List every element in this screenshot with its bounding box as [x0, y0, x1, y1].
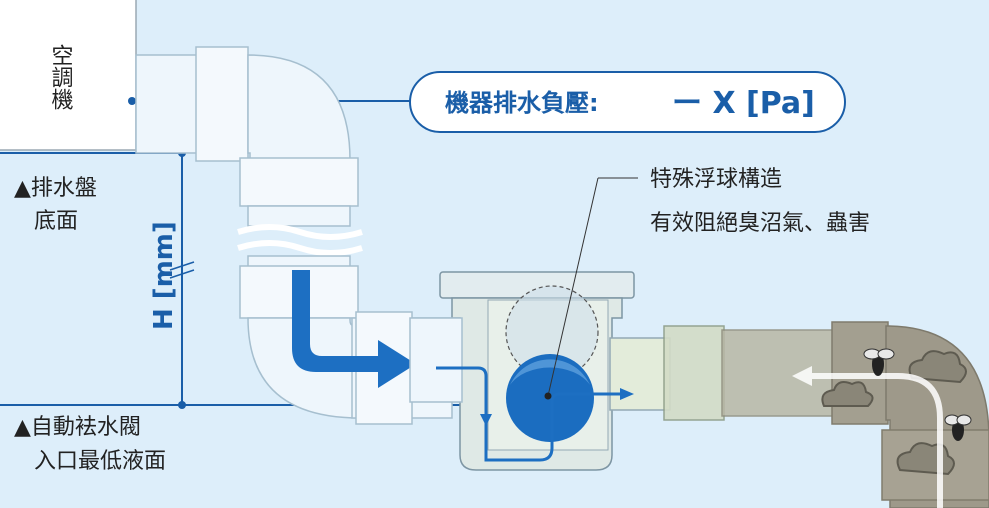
pipe-vertical-upper: [247, 205, 351, 227]
valve-label-2: 入口最低液面: [34, 449, 166, 474]
inner-flow-path: [436, 366, 620, 462]
flow-arrow-icon: [292, 270, 416, 388]
air-conditioner-box: [0, 0, 137, 151]
backflow-arrow-icon: [812, 373, 943, 508]
pipe-elbow-top: [247, 54, 351, 161]
valve-outlet-stub: [609, 337, 671, 411]
feature-leader-line: [547, 177, 599, 397]
drain-pan-label-1: ▲排水盤: [14, 176, 97, 201]
feature-line-2: 有效阻絕臭沼氣、蟲害: [650, 211, 870, 236]
pipe-break-wave-2: [237, 240, 363, 256]
sewer-pipe-coupling-1: [663, 325, 725, 421]
inner-flow-arrowhead: [620, 388, 634, 400]
unit-label: 空調機: [48, 44, 74, 110]
float-ball-highlight: [510, 359, 590, 385]
valve-label-1: ▲自動袪水閥: [14, 415, 141, 440]
backflow-arrowhead: [792, 366, 812, 386]
insect-icon: [863, 348, 895, 376]
drain-pan-label-2: 底面: [34, 209, 78, 234]
pressure-leader-dot: [128, 97, 136, 105]
feature-line-1: 特殊浮球構造: [650, 167, 782, 192]
valve-inlet-stub: [409, 317, 463, 403]
feature-leader-dot: [544, 392, 552, 400]
inner-flow-arrowhead-down: [480, 414, 492, 426]
pipe-coupling-vertical-top: [239, 157, 359, 207]
pipe-coupling-top: [195, 46, 249, 162]
pressure-value: ー X [Pa]: [672, 86, 815, 121]
pressure-label-box: [409, 71, 846, 133]
insect-icon-2: [944, 414, 972, 441]
pipe-break-wave-1: [237, 224, 363, 240]
valve-level-dot: [178, 401, 186, 409]
dimension-break-mark: [169, 261, 195, 279]
pressure-label: 機器排水負壓:: [445, 89, 599, 117]
height-label: H [mm]: [149, 221, 179, 330]
